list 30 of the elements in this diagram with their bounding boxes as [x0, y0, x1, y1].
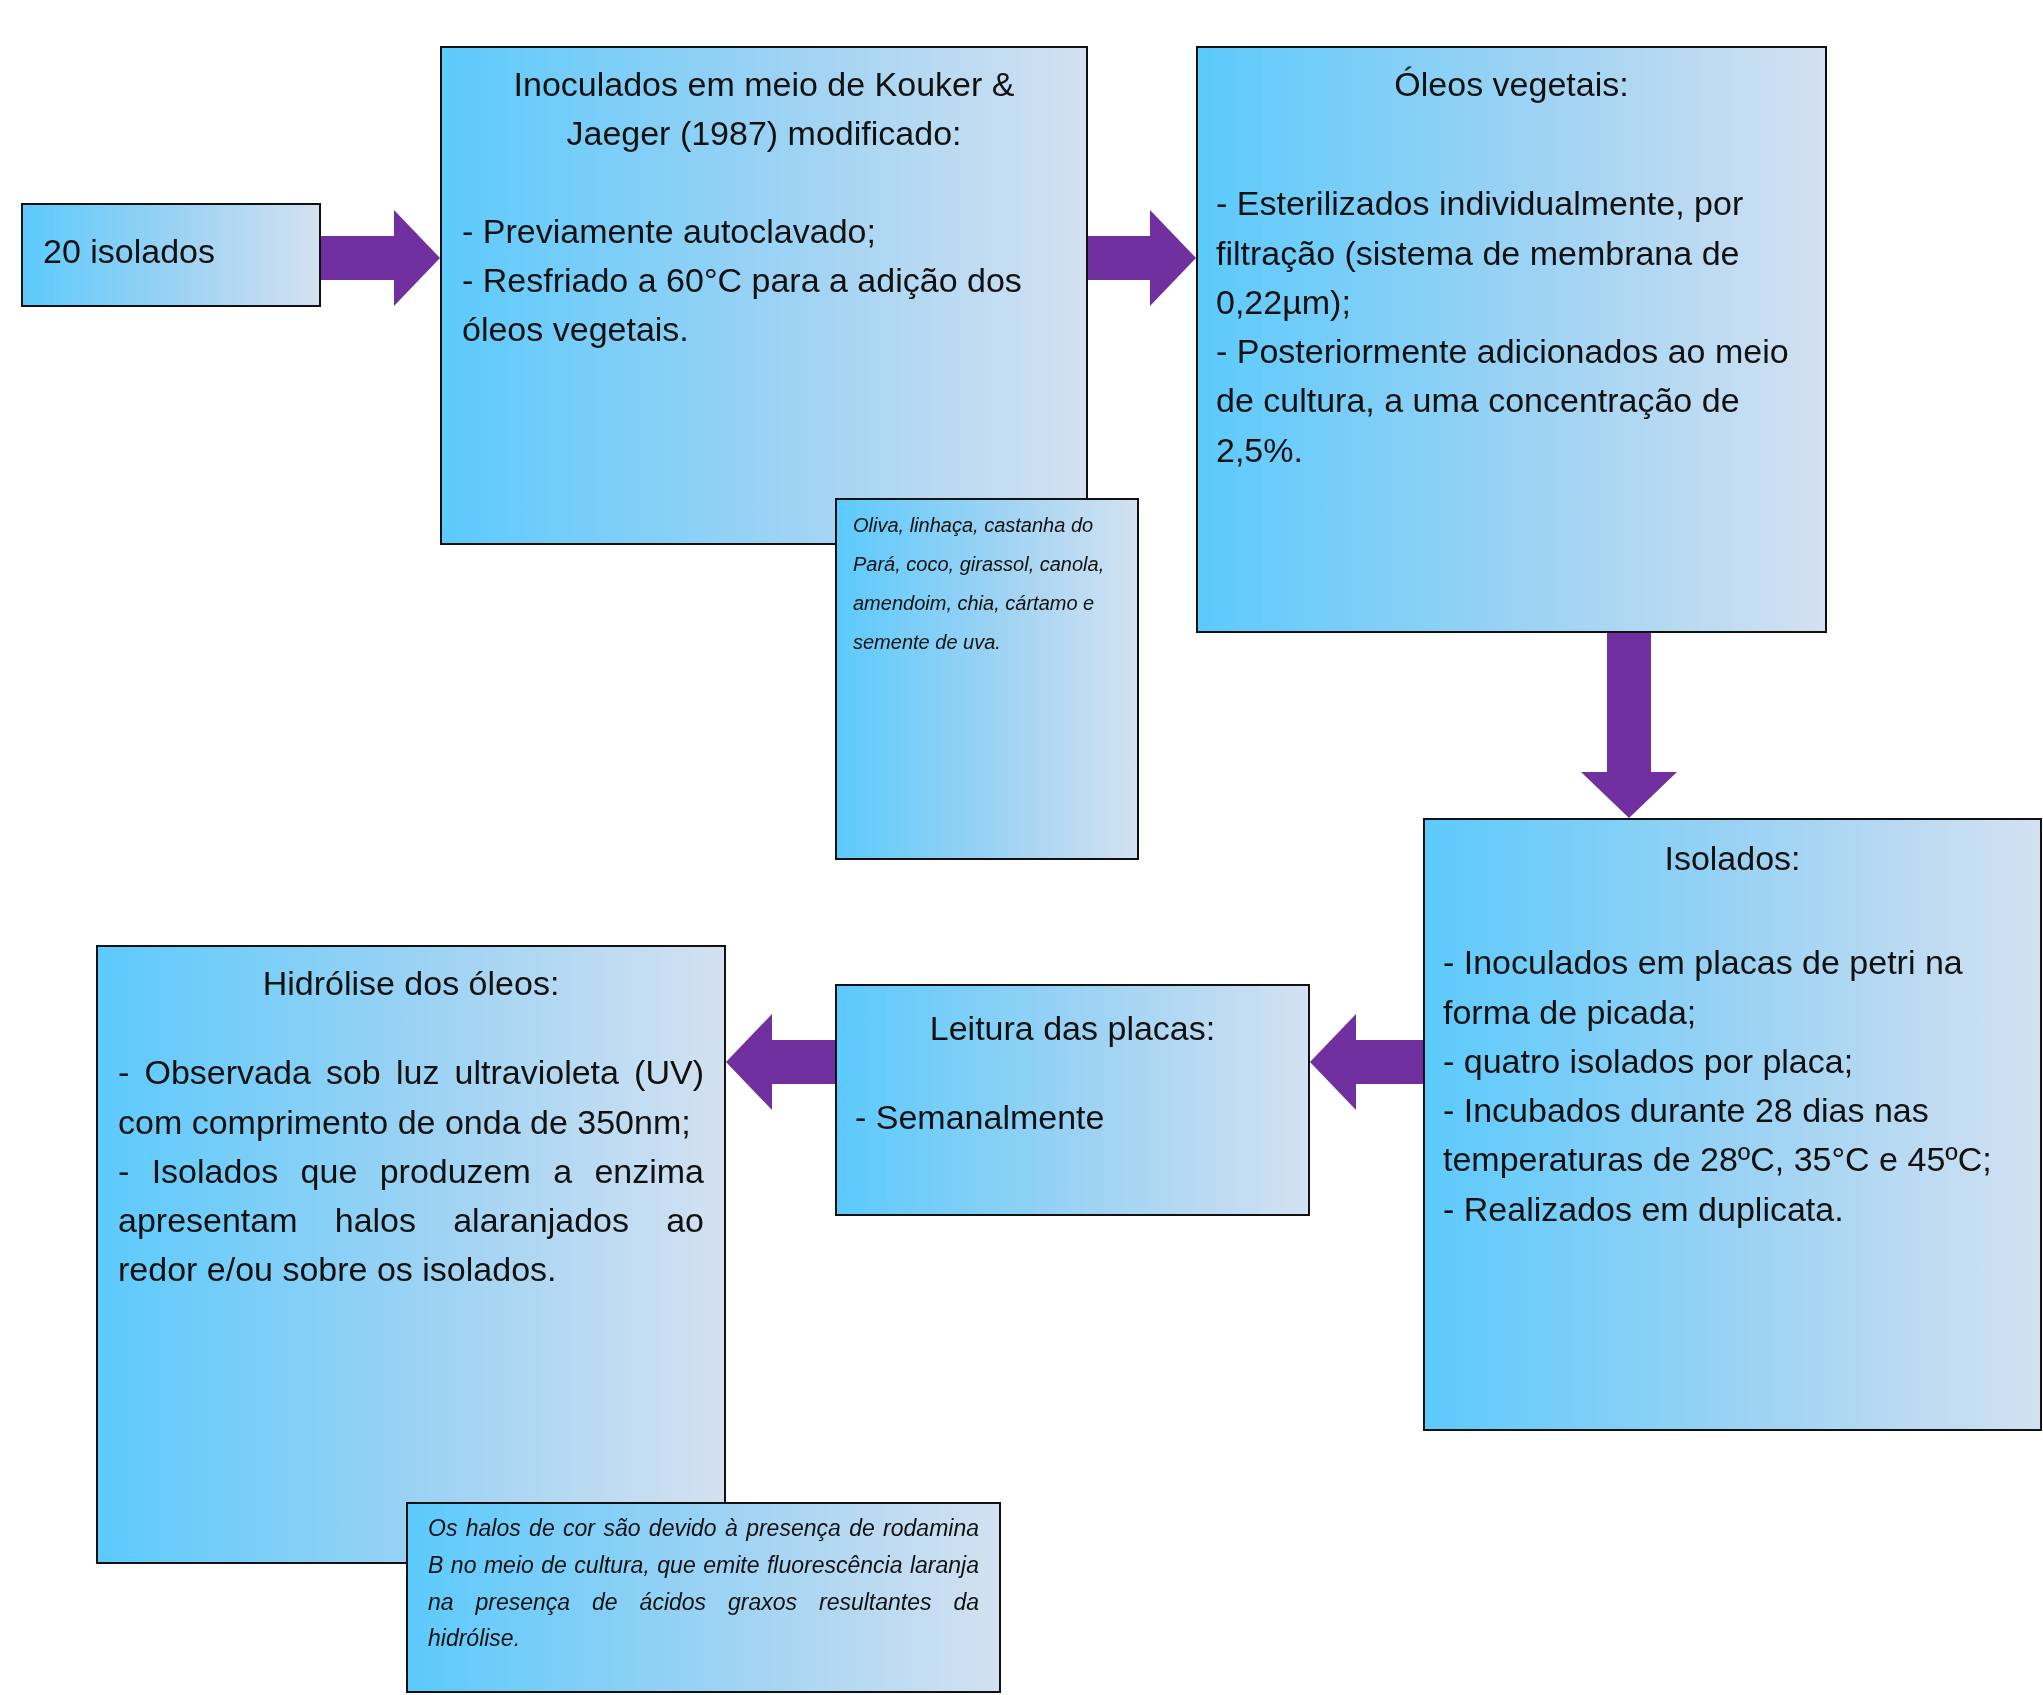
- note-text: Oliva, linhaça, castanha do Pará, coco, girassol, canola, amendoim, chia, cártamo e semente de uva.: [853, 513, 1106, 655]
- arrow: [1310, 1014, 1423, 1110]
- box-heading: Óleos vegetais:: [1393, 64, 1630, 105]
- box-heading: Inoculados em meio de Kouker & Jaeger (1987) modificado:: [512, 64, 1016, 155]
- box-heading: Hidrólise dos óleos:: [261, 963, 561, 1004]
- box-text: - Isolados que produzem a enzima apresentam halos alaranjados ao redor e/ou sobre os isolados.: [118, 1150, 704, 1291]
- arrow: [1581, 633, 1677, 818]
- box-text: - Esterilizados individualmente, por filtração (sistema de membrana de 0,22µm);: [1216, 183, 1745, 323]
- arrow: [1088, 210, 1196, 306]
- box-text: - Posteriormente adicionados ao meio de cultura, a uma concentração de 2,5%.: [1216, 331, 1790, 471]
- note-box: [835, 498, 1139, 860]
- box-text: - Semanalmente: [855, 1097, 1106, 1139]
- box-text: - Incubados durante 28 dias nas temperaturas de 28ºC, 35°C e 45ºC;: [1443, 1090, 1993, 1181]
- arrow: [726, 1014, 835, 1110]
- box-text: - Inoculados em placas de petri na forma de picada;: [1443, 942, 1964, 1033]
- box-text: 20 isolados: [43, 231, 216, 272]
- box-heading: Isolados:: [1663, 838, 1802, 879]
- note-text: Os halos de cor são devido à presença de rodamina B no meio de cultura, que emite fluorescência laranja na presença de ácidos graxos resultantes da hidrólise.: [428, 1514, 979, 1654]
- note-box: [406, 1502, 1001, 1693]
- box-text: - Resfriado a 60°C para a adição dos óleos vegetais.: [462, 259, 1023, 351]
- process-box: [835, 984, 1310, 1216]
- box-text: - Previamente autoclavado;: [462, 210, 877, 252]
- box-text: - quatro isolados por placa;: [1443, 1040, 1855, 1082]
- process-box: [1423, 818, 2042, 1431]
- box-text: - Realizados em duplicata.: [1443, 1188, 1845, 1230]
- box-heading: Leitura das placas:: [928, 1008, 1217, 1049]
- arrow: [321, 210, 440, 306]
- box-text: - Observada sob luz ultravioleta (UV) com comprimento de onda de 350nm;: [118, 1052, 704, 1143]
- process-box: [21, 203, 321, 307]
- process-box: [1196, 46, 1827, 633]
